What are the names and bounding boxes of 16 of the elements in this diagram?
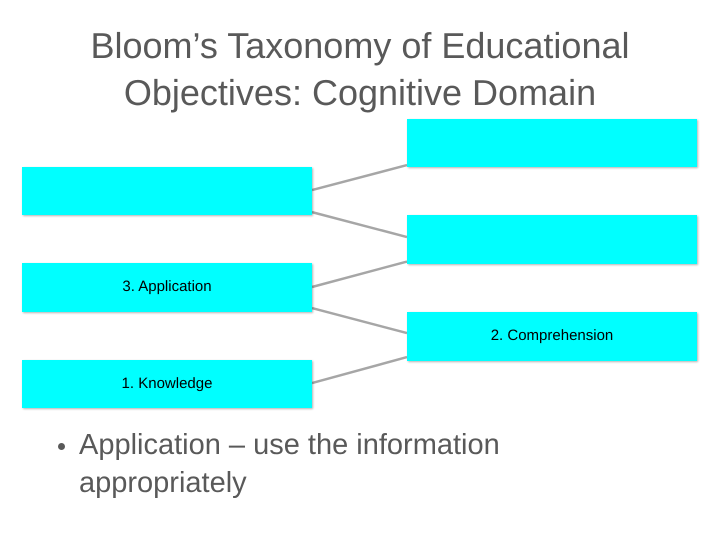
empty-box	[22, 167, 312, 215]
process-box	[22, 360, 312, 408]
connector-line	[312, 260, 408, 288]
process-box	[22, 263, 312, 312]
box-label: 3. Application	[122, 278, 212, 297]
empty-box	[407, 119, 697, 167]
connector-line	[312, 210, 408, 238]
box-label: 2. Comprehension	[490, 327, 614, 346]
bullet-text: Application – use the information appropriately	[79, 428, 501, 501]
slide-title: Bloom’s Taxonomy of Educational Objectives: Cognitive Domain	[90, 24, 630, 115]
connector-line	[312, 306, 408, 334]
connector-line	[312, 356, 408, 384]
process-box	[407, 312, 697, 361]
empty-box	[407, 215, 697, 264]
connector-line	[312, 164, 408, 192]
box-label: 1. Knowledge	[122, 374, 212, 394]
